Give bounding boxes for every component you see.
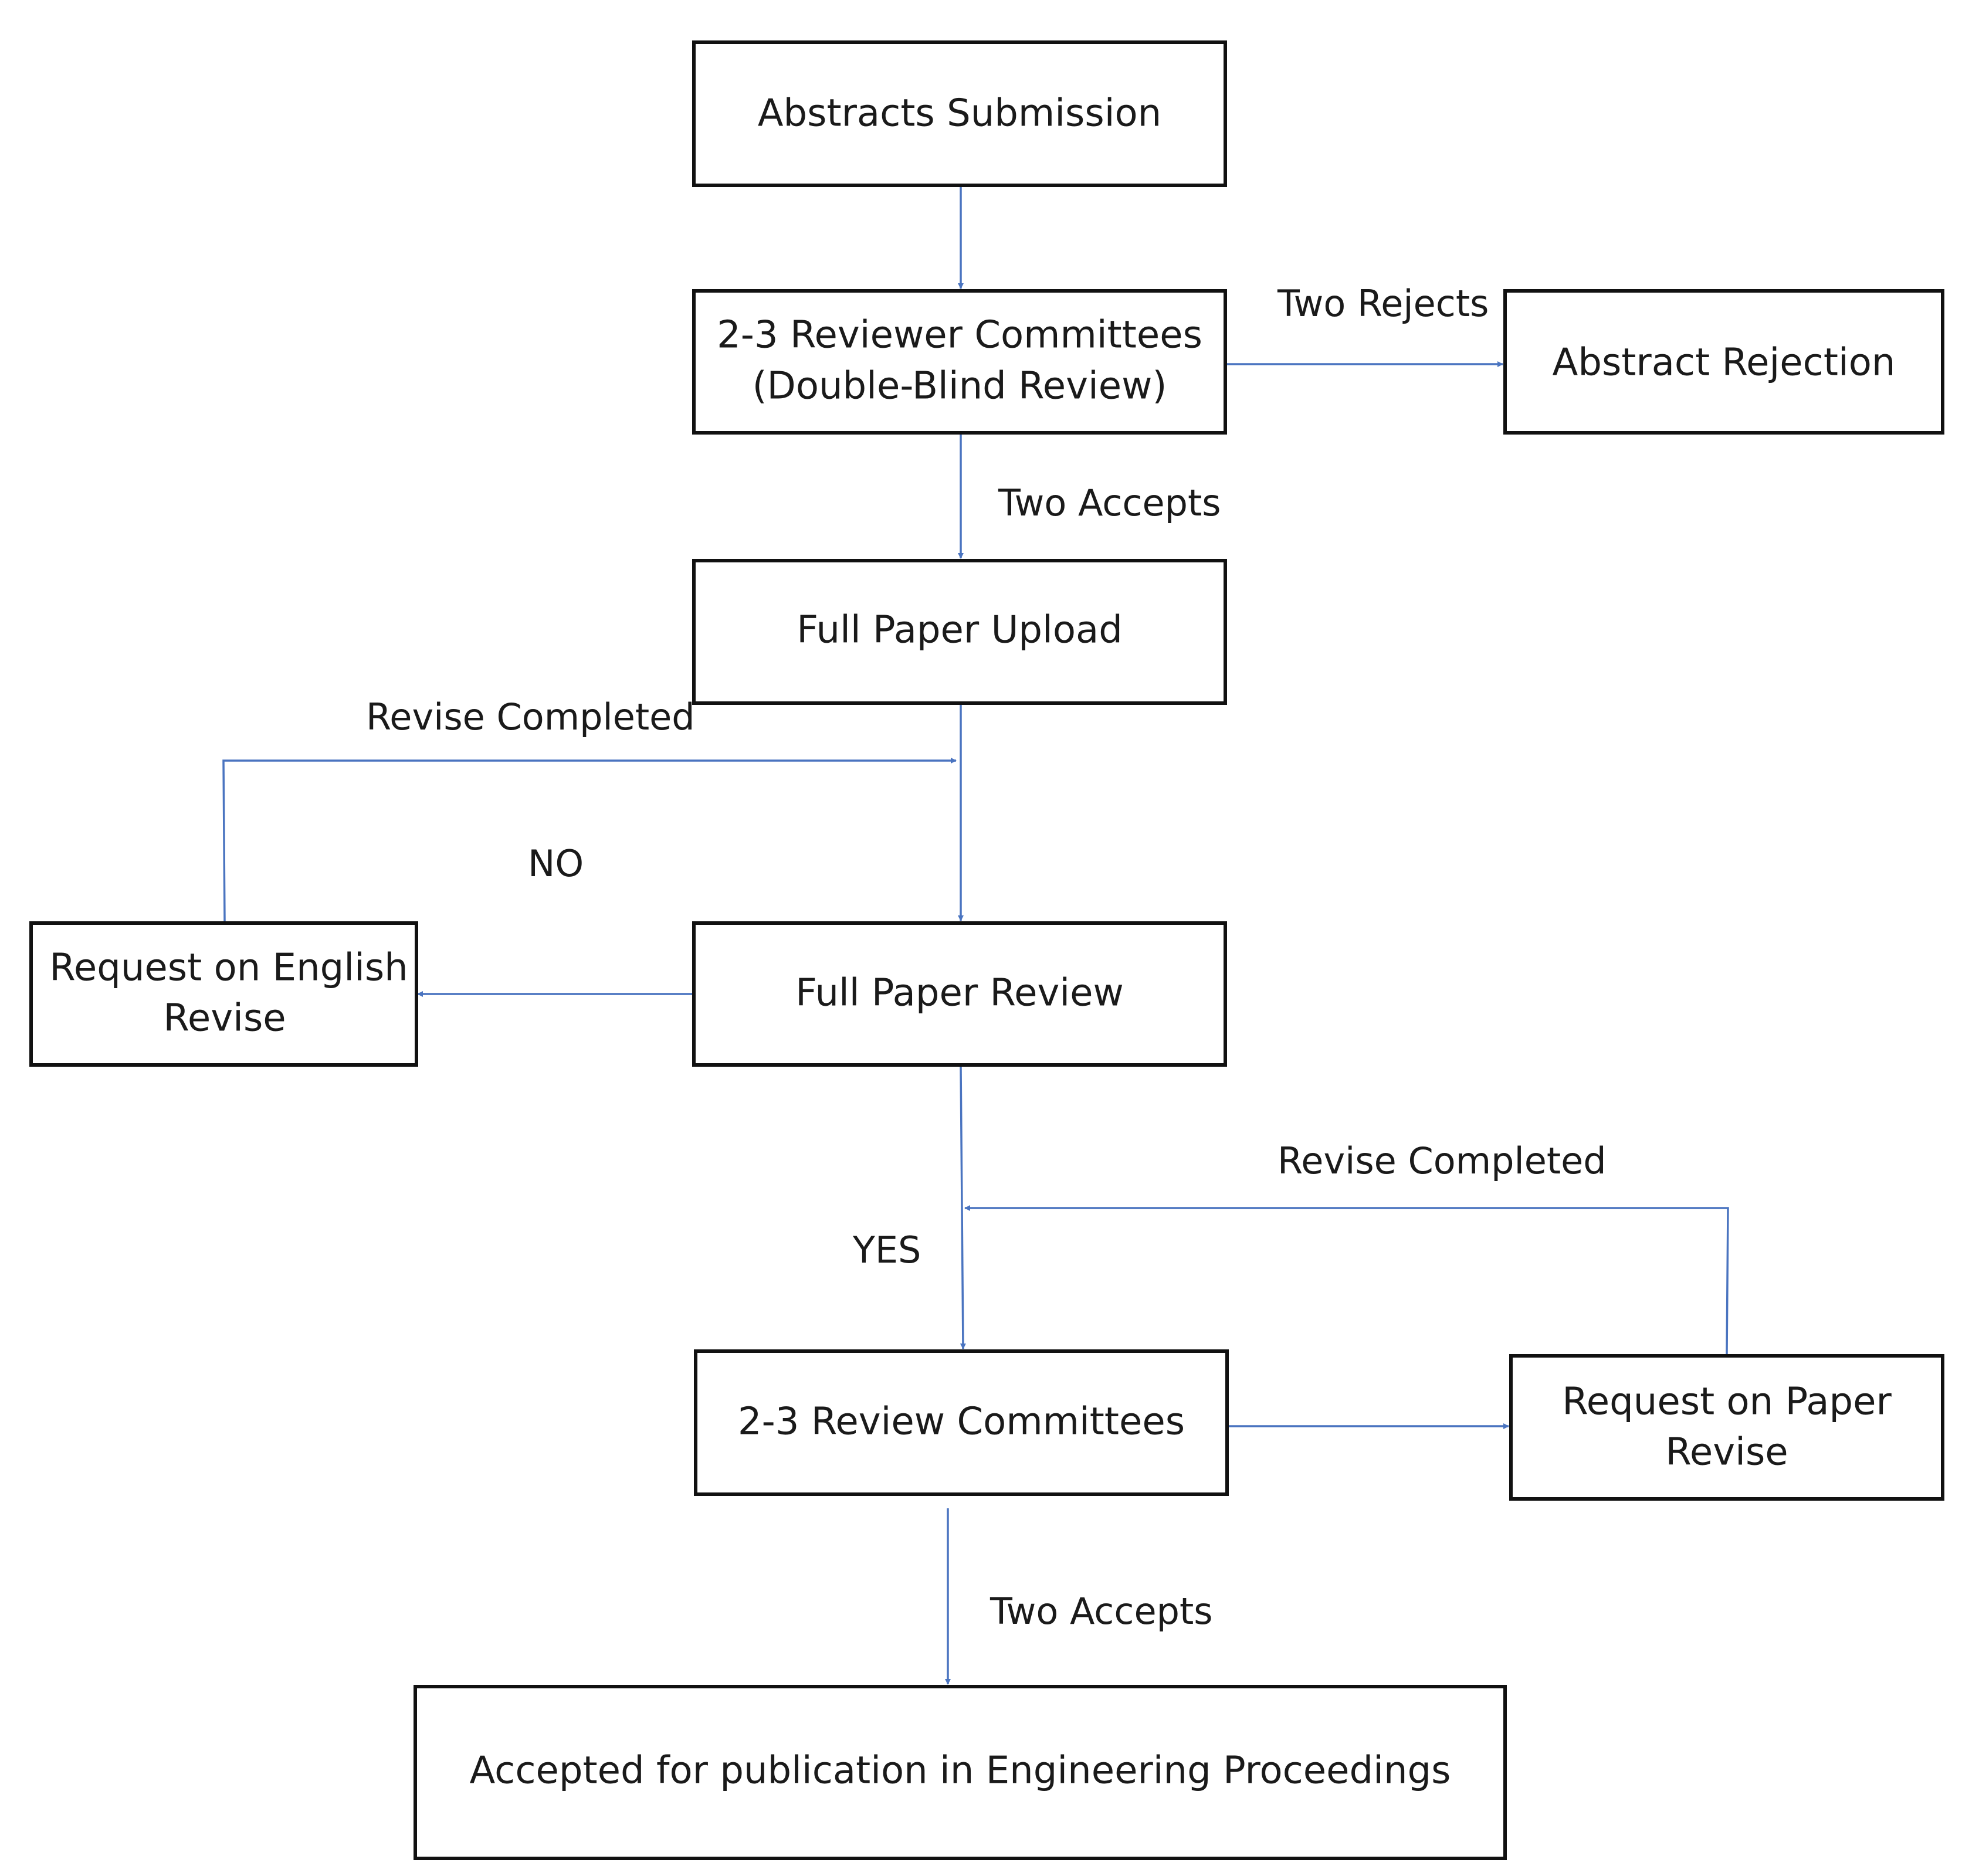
node-label-line2: (Double-Blind Review) [753,365,1167,408]
node-label-line2: Revise [163,997,286,1040]
edge-paper-revise-completed [964,1205,1729,1355]
node-box [414,1685,1507,1860]
node-reviewer-committees: 2-3 Reviewer Committees (Double-Blind Re… [692,289,1227,435]
node-label: Abstracts Submission [758,92,1161,135]
node-box [1509,1354,1944,1501]
node-label: 2-3 Review Committees [738,1400,1185,1444]
node-box [692,559,1227,705]
node-box [694,1349,1229,1496]
node-label-line1: Request on Paper [1562,1380,1892,1424]
node-box [692,289,1227,435]
edge-labels: Two Rejects Two Accepts Revise Completed… [366,282,1607,1633]
node-label: Full Paper Upload [797,609,1123,652]
node-request-paper-revise: Request on Paper Revise [1509,1354,1944,1501]
node-full-paper-review: Full Paper Review [692,921,1227,1067]
edges [222,186,1729,1685]
node-label: Accepted for publication in Engineering … [470,1749,1451,1793]
edge-label-revise-completed: Revise Completed [1277,1139,1607,1182]
edge-review-to-committees [960,1066,966,1349]
node-abstract-rejection: Abstract Rejection [1503,289,1944,435]
edge-label-yes: YES [852,1229,921,1271]
node-box [1503,289,1944,435]
edge-label-two-accepts: Two Accepts [998,481,1221,524]
node-box [692,40,1227,187]
node-review-committees: 2-3 Review Committees [694,1349,1229,1496]
node-label-line1: Request on English [49,947,408,990]
node-box [692,921,1227,1067]
node-label-line1: 2-3 Reviewer Committees [717,314,1202,357]
node-full-paper-upload: Full Paper Upload [692,559,1227,705]
node-label: Full Paper Review [795,972,1124,1015]
edge-label-two-accepts: Two Accepts [990,1590,1213,1633]
node-label-line2: Revise [1665,1431,1788,1474]
node-label: Abstract Rejection [1553,341,1896,385]
node-abstracts-submission: Abstracts Submission [692,40,1227,187]
edge-label-two-rejects: Two Rejects [1277,282,1489,325]
node-request-english-revise: Request on English Revise [29,921,418,1067]
edge-label-revise-completed: Revise Completed [366,696,695,738]
edge-english-revise-completed [222,758,957,922]
node-box [29,921,418,1067]
node-accepted-publication: Accepted for publication in Engineering … [414,1685,1507,1860]
edge-label-no: NO [528,842,584,885]
